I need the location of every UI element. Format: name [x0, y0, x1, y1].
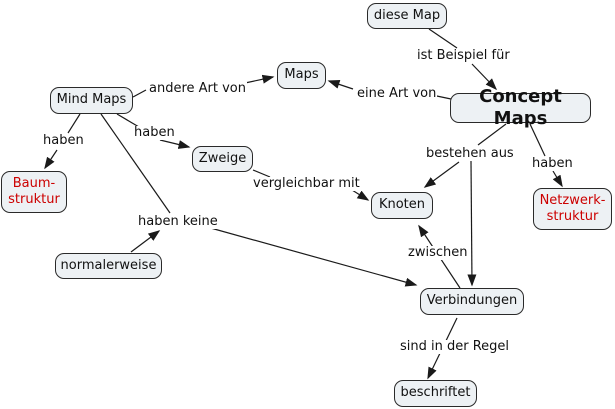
edge-label-haben-baum[interactable]: haben: [42, 133, 85, 149]
edge-zweige-label: [252, 169, 271, 178]
node-knoten-label: Knoten: [378, 197, 426, 213]
node-verbindungen-label: Verbindungen: [426, 293, 518, 309]
edge-label-maps-right: [327, 80, 354, 90]
node-maps-label: Maps: [284, 67, 319, 83]
edge-label-ist-beispiel-fuer[interactable]: ist Beispiel für: [416, 48, 511, 64]
edge-label-maps-left: [244, 74, 275, 84]
node-diese-map-label: diese Map: [373, 7, 441, 23]
node-zweige[interactable]: Zweige: [192, 146, 253, 172]
node-baum-struktur[interactable]: Baum- struktur: [1, 171, 67, 213]
edge-haben2-zweige: [159, 139, 191, 149]
edge-label-andere-art-von[interactable]: andere Art von: [148, 81, 247, 97]
node-netzwerk-struktur-label: Netzwerk- struktur: [539, 192, 606, 224]
edge-mindmaps-haben1: [67, 113, 81, 134]
edge-label-haben-keine[interactable]: haben keine: [137, 214, 219, 230]
edge-normalerweise-habenkeine: [130, 230, 161, 253]
edge-label-sind-in-der-regel[interactable]: sind in der Regel: [399, 339, 511, 355]
edge-bestehenaus-verbindungen: [467, 160, 477, 287]
edge-label-vergleichbar-mit[interactable]: vergleichbar mit: [252, 176, 361, 192]
edge-mindmaps-label: [132, 89, 147, 98]
edge-label-eine-art-von[interactable]: eine Art von: [356, 86, 438, 102]
edge-haben3-netzwerkstruktur: [552, 170, 563, 188]
node-verbindungen[interactable]: Verbindungen: [420, 288, 524, 315]
node-concept-maps-label: Concept Maps: [479, 85, 562, 130]
edge-label-conceptmaps: [471, 63, 498, 91]
edge-vergleichbar-knoten: [351, 189, 370, 201]
edge-bestehenaus-knoten: [423, 161, 460, 188]
edge-conceptmaps-bestehenaus: [477, 123, 507, 146]
node-baum-struktur-label: Baum- struktur: [8, 175, 60, 207]
edge-haben1-baumstruktur: [44, 149, 58, 170]
edge-label-bestehen-aus[interactable]: bestehen aus: [425, 146, 515, 162]
node-knoten[interactable]: Knoten: [371, 192, 433, 219]
edge-mindmaps-haben2: [116, 113, 140, 128]
edge-habenkeine-verbindungen: [206, 226, 418, 287]
node-beschriftet-label: beschriftet: [400, 385, 471, 401]
edge-diesemap-label: [428, 28, 458, 49]
node-zweige-label: Zweige: [198, 150, 247, 166]
edge-label-haben-zweige[interactable]: haben: [133, 125, 176, 141]
node-beschriftet[interactable]: beschriftet: [394, 380, 477, 407]
node-concept-maps[interactable]: Concept Maps: [450, 86, 591, 129]
edge-mindmaps-habenkeine: [100, 113, 171, 214]
node-netzwerk-struktur[interactable]: Netzwerk- struktur: [533, 188, 612, 230]
edge-label-haben-netzwerk[interactable]: haben: [531, 156, 574, 172]
node-maps[interactable]: Maps: [277, 62, 326, 89]
node-normalerweise[interactable]: normalerweise: [55, 253, 162, 279]
node-mind-maps[interactable]: Mind Maps: [50, 87, 133, 114]
node-mind-maps-label: Mind Maps: [56, 92, 127, 108]
edge-label-zwischen[interactable]: zwischen: [407, 245, 469, 261]
node-diese-map[interactable]: diese Map: [367, 3, 447, 29]
edge-conceptmaps-haben3: [529, 123, 546, 157]
node-normalerweise-label: normalerweise: [60, 257, 157, 273]
